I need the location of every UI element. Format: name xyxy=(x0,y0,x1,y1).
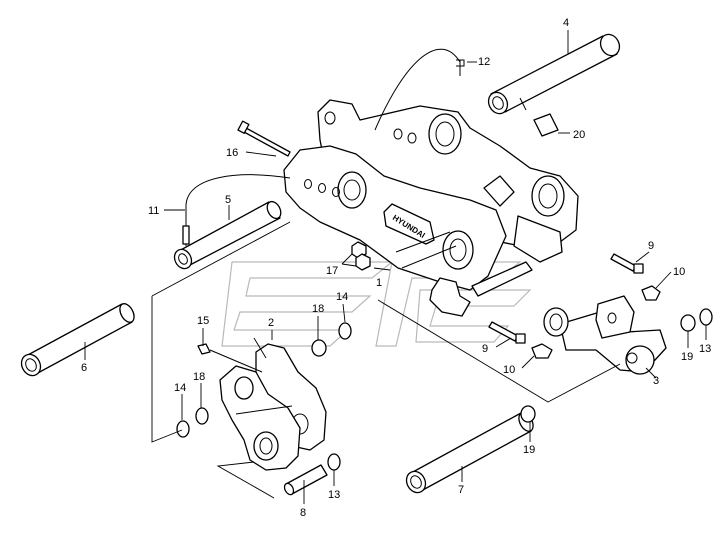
bolt-part-9-lower xyxy=(488,321,526,344)
callout-18-right: 18 xyxy=(312,303,324,315)
callout-16: 16 xyxy=(226,147,238,159)
leader-lines xyxy=(84,30,707,504)
callout-19-lower: 19 xyxy=(523,444,535,456)
callout-13-lower: 13 xyxy=(328,489,340,501)
o-ring-part-19-lower xyxy=(520,405,536,423)
bolt-part-16 xyxy=(237,120,291,157)
callout-10-lower: 10 xyxy=(503,364,515,376)
plate-part-20 xyxy=(533,113,559,137)
bracket-part-2 xyxy=(219,343,327,471)
o-ring-part-14-left xyxy=(176,420,190,438)
callout-14-right: 14 xyxy=(336,291,348,303)
o-ring-part-13-right xyxy=(699,308,713,326)
callout-14-left: 14 xyxy=(174,382,186,394)
callout-18-left: 18 xyxy=(193,371,205,383)
callout-17: 17 xyxy=(326,265,338,277)
o-ring-part-18-right xyxy=(311,339,327,357)
watermark-logo xyxy=(221,261,532,347)
callout-5: 5 xyxy=(225,194,231,206)
fitting-part-10-upper xyxy=(641,285,661,301)
callout-labels: 1 2 3 4 5 6 7 8 9 9 10 10 11 12 13 13 14… xyxy=(81,17,711,519)
cylinder-part-3 xyxy=(543,295,667,375)
callout-4: 4 xyxy=(563,17,569,29)
callout-10-upper: 10 xyxy=(673,266,685,278)
pin-part-8 xyxy=(283,464,328,496)
bolt-part-9-upper xyxy=(610,253,644,274)
pin-part-4 xyxy=(487,33,621,115)
callout-3: 3 xyxy=(653,375,659,387)
o-ring-part-18-left xyxy=(195,407,209,425)
callout-15: 15 xyxy=(197,315,209,327)
callout-8: 8 xyxy=(300,507,306,519)
o-ring-part-14-right xyxy=(338,322,352,340)
callout-9-upper: 9 xyxy=(648,240,654,252)
callout-19-right: 19 xyxy=(681,351,693,363)
lock-pin-part-12 xyxy=(374,48,465,131)
callout-13-right: 13 xyxy=(699,343,711,355)
pin-part-6 xyxy=(20,303,135,377)
callout-9-lower: 9 xyxy=(482,343,488,355)
o-ring-part-19-right xyxy=(680,314,696,332)
callout-2: 2 xyxy=(268,317,274,329)
lanyard-part-11 xyxy=(182,174,291,246)
pin-part-7 xyxy=(405,412,534,494)
grease-nipple-part-15 xyxy=(197,343,263,373)
fitting-part-10-lower xyxy=(531,343,553,359)
callout-20: 20 xyxy=(573,129,585,141)
o-ring-part-13-lower xyxy=(327,453,341,471)
callout-12: 12 xyxy=(478,56,490,68)
callout-7: 7 xyxy=(458,484,464,496)
main-frame-part-1: HYUNDAI xyxy=(283,99,579,317)
callout-6: 6 xyxy=(81,362,87,374)
pin-part-5 xyxy=(173,200,282,270)
callout-11: 11 xyxy=(148,205,159,217)
callout-1: 1 xyxy=(376,277,382,289)
